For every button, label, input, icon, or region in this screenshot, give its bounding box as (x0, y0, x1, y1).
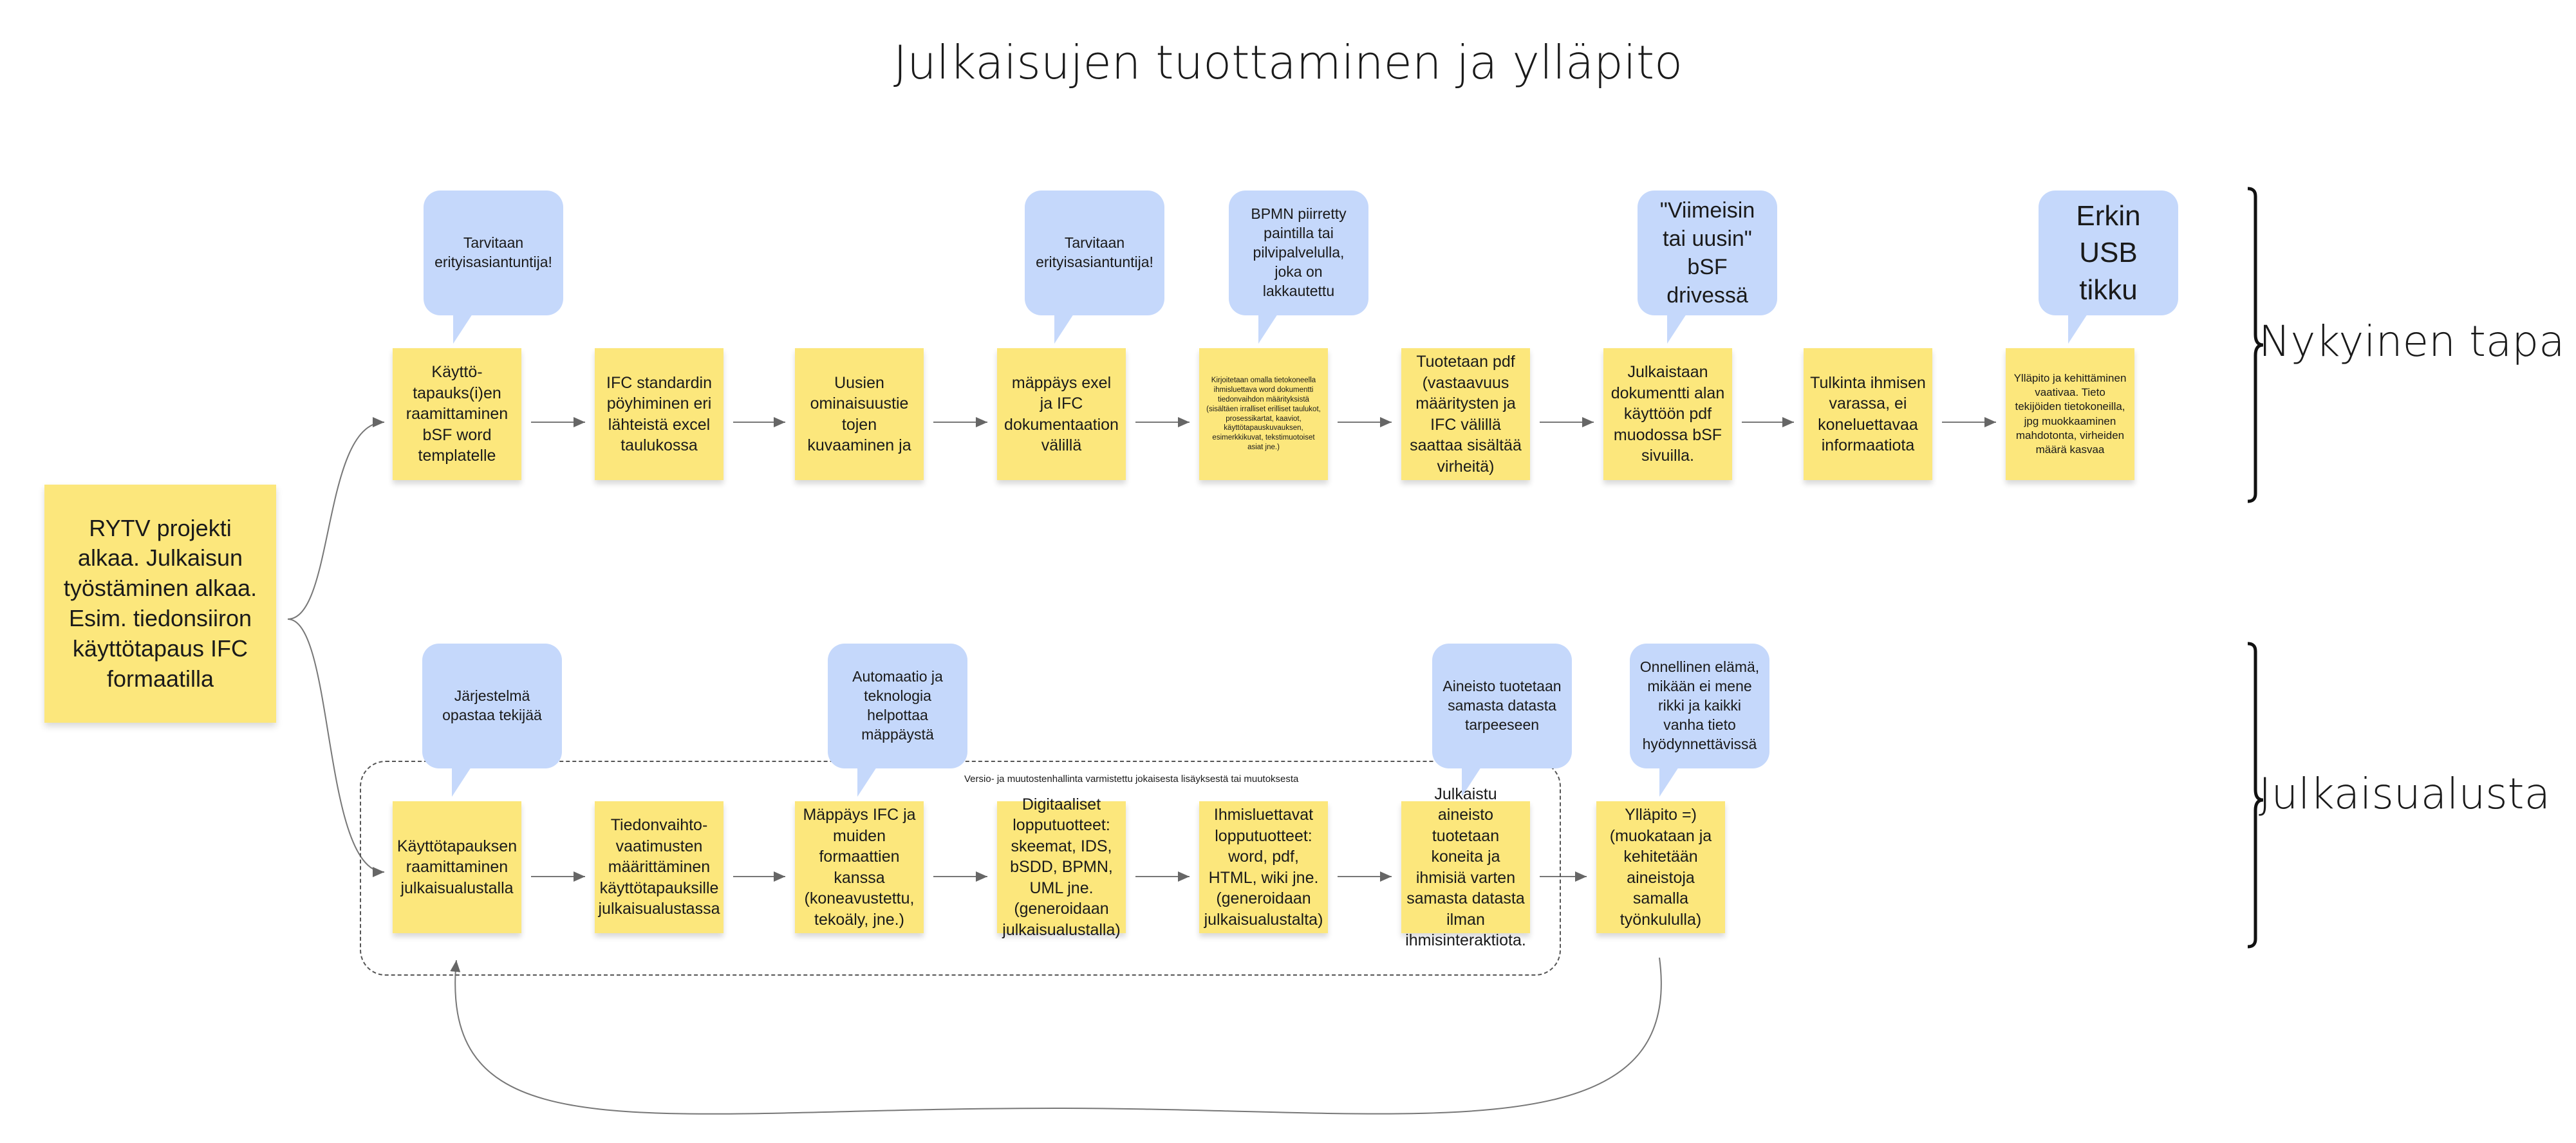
current-comment-bubble[interactable]: Tarvitaan erityisasiantuntija! (424, 190, 563, 344)
platform-note[interactable]: Mäppäys IFC ja muiden formaattien kanssa… (795, 801, 924, 933)
current-note[interactable]: Uusien ominaisuustie tojen kuvaaminen ja (795, 348, 924, 480)
lane-label-current: Nykyinen tapa (2259, 317, 2565, 366)
version-control-label: Versio- ja muutostenhallinta varmistettu… (964, 774, 1299, 785)
current-note[interactable]: Käyttö-tapauks(i)en raamittaminen bSF wo… (393, 348, 521, 480)
current-note[interactable]: Julkaistaan dokumentti alan käyttöön pdf… (1603, 348, 1732, 480)
start-to-platform-connector (287, 618, 385, 877)
platform-comment-bubble[interactable]: Järjestelmä opastaa tekijää (422, 644, 562, 797)
maintenance-loop-connector (450, 957, 1662, 1115)
start-note[interactable]: RYTV projekti alkaa. Julkaisun työstämin… (44, 485, 276, 723)
platform-note[interactable]: Tiedonvaihto-vaatimusten määrittäminen k… (595, 801, 723, 933)
platform-comment-bubble[interactable]: Automaatio ja teknologia helpottaa mäppä… (828, 644, 967, 797)
platform-comment-bubble[interactable]: Aineisto tuotetaan samasta datasta tarpe… (1432, 644, 1572, 797)
current-note[interactable]: IFC standardin pöyhiminen eri lähteistä … (595, 348, 723, 480)
current-note[interactable]: Ylläpito ja kehittäminen vaativaa. Tieto… (2006, 348, 2134, 480)
platform-note[interactable]: Ylläpito =) (muokataan ja kehitetään ain… (1596, 801, 1725, 933)
platform-note[interactable]: Käyttötapauksen raamittaminen julkaisual… (393, 801, 521, 933)
current-note[interactable]: Tulkinta ihmisen varassa, ei koneluettav… (1804, 348, 1932, 480)
platform-version-control-frame (360, 761, 1561, 976)
lane-label-platform: Julkaisualusta (2259, 769, 2551, 819)
platform-bracket (2247, 642, 2264, 949)
current-bracket (2247, 187, 2264, 503)
current-note[interactable]: Tuotetaan pdf (vastaavuus määritysten ja… (1401, 348, 1530, 480)
platform-note[interactable]: Digitaaliset lopputuotteet: skeemat, IDS… (997, 795, 1126, 939)
current-comment-bubble[interactable]: Erkin USB tikku (2039, 190, 2178, 344)
platform-comment-bubble[interactable]: Onnellinen elämä, mikään ei mene rikki j… (1630, 644, 1769, 797)
diagram-title: Julkaisujen tuottaminen ja ylläpito (893, 35, 1683, 89)
current-comment-bubble[interactable]: "Viimeisin tai uusin" bSF drivessä (1638, 190, 1777, 344)
platform-note[interactable]: Julkaistu aineisto tuotetaan koneita ja … (1401, 785, 1530, 949)
current-comment-bubble[interactable]: BPMN piirretty paintilla tai pilvipalvel… (1229, 190, 1368, 344)
platform-note[interactable]: Ihmisluettavat lopputuotteet: word, pdf,… (1199, 801, 1328, 933)
current-note[interactable]: mäppäys exel ja IFC dokumentaation välil… (997, 348, 1126, 480)
start-to-current-connector (287, 417, 385, 620)
current-comment-bubble[interactable]: Tarvitaan erityisasiantuntija! (1025, 190, 1164, 344)
current-note[interactable]: Kirjoitetaan omalla tietokoneella ihmisl… (1199, 348, 1328, 480)
